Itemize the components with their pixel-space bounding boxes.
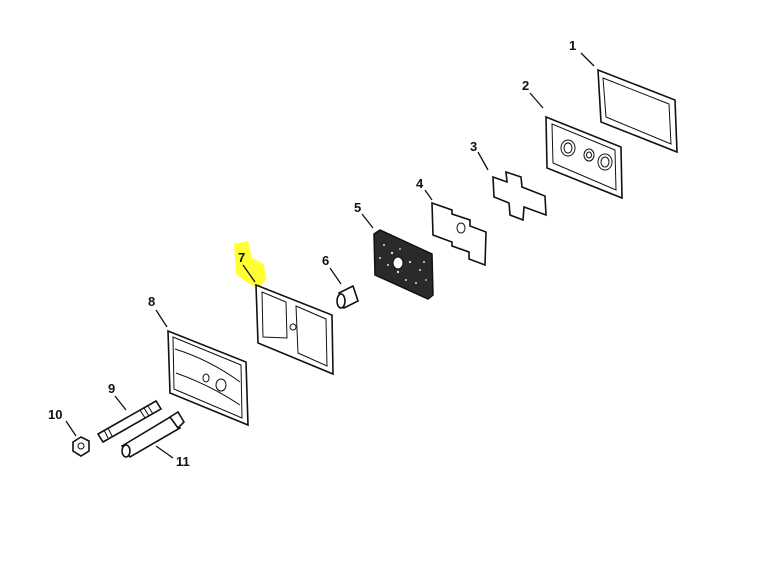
part-1-gasket[interactable]: 1 [569,38,678,154]
part-4-plate[interactable]: 4 [416,176,487,267]
part-label: 3 [470,139,477,154]
part-label: 6 [322,253,329,268]
part-9-stud[interactable]: 9 [96,381,163,444]
part-7-gasket[interactable]: 7 [238,250,334,376]
part-5-filter-block[interactable]: 5 [354,200,434,300]
part-8-cover-plate[interactable]: 8 [148,294,249,427]
part-2-housing[interactable]: 2 [522,78,623,200]
part-10-nut[interactable]: 10 [48,407,90,457]
part-label: 10 [48,407,62,422]
part-label: 8 [148,294,155,309]
part-11-pin[interactable]: 11 [120,410,190,469]
part-label: 7 [238,250,245,265]
part-label: 1 [569,38,576,53]
part-label: 9 [108,381,115,396]
part-label: 4 [416,176,424,191]
part-6-spacer[interactable]: 6 [322,253,359,310]
part-label: 2 [522,78,529,93]
part-3-cross-plate[interactable]: 3 [470,139,547,222]
part-label: 11 [176,454,190,469]
part-label: 5 [354,200,361,215]
part-7-highlight [234,241,266,288]
